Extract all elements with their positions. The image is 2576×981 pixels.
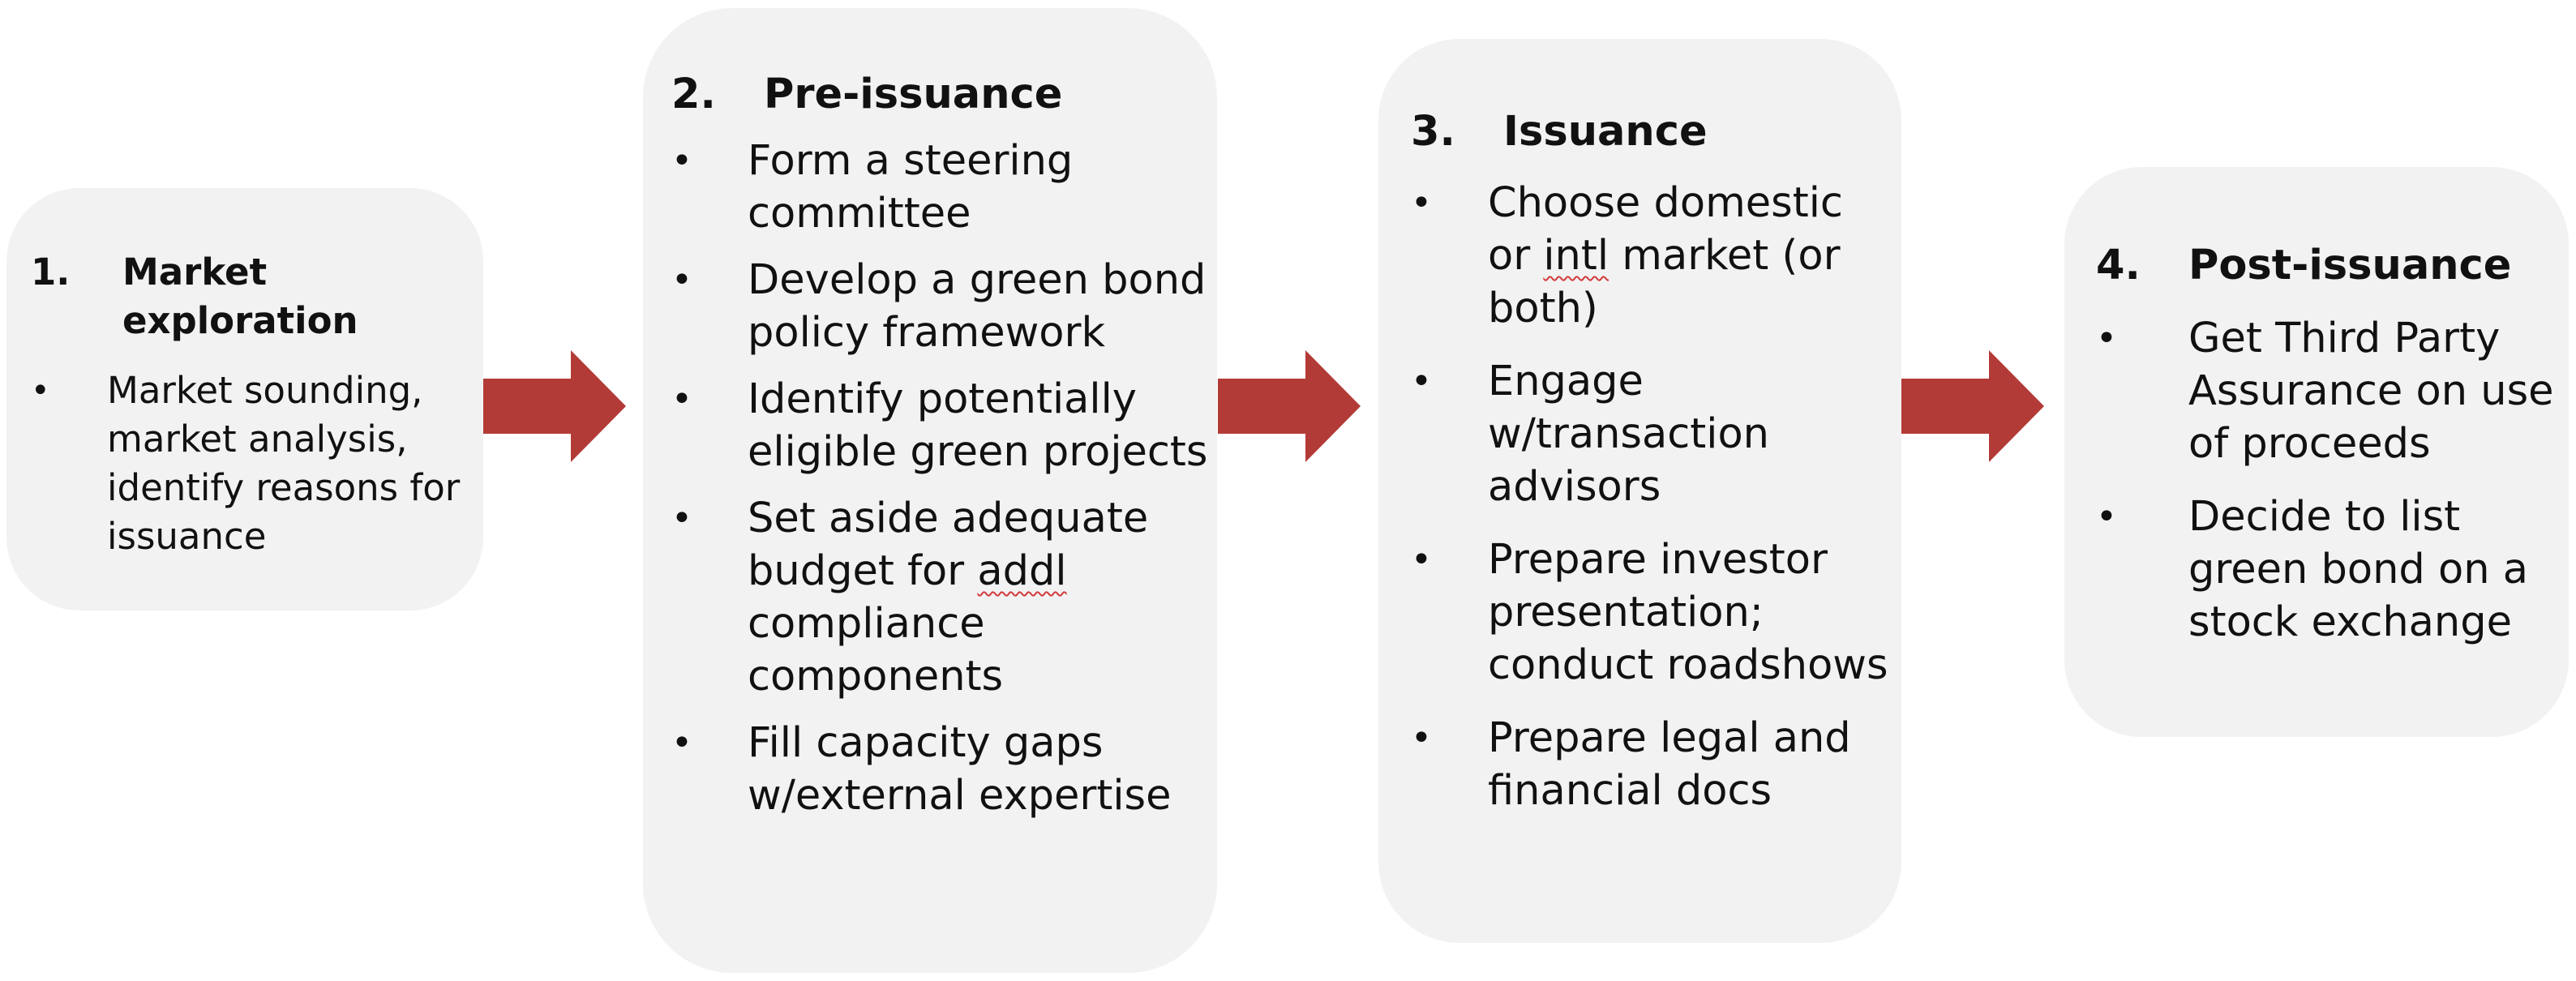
stage-bullet-list: • Form a steering committee • Develop a …: [671, 135, 1215, 836]
list-item: • Decide to list green bond on a stock e…: [2096, 491, 2558, 649]
arrow-icon: [1901, 350, 2044, 462]
bullet-icon: •: [1411, 361, 1432, 402]
stage-box-post-issuance: [2064, 167, 2569, 737]
bullet-icon: •: [671, 259, 692, 301]
list-item: • Set aside adequate budget for addl com…: [671, 492, 1215, 703]
list-item-text: Get Third Party Assurance on use of proc…: [2188, 315, 2554, 468]
list-item: • Develop a green bond policy framework: [671, 254, 1215, 359]
list-item-text: Market sounding, market analysis, identi…: [107, 369, 461, 558]
list-item-text: Choose domestic or intl market (or both): [1488, 179, 1843, 332]
stage-number: 4.: [2096, 242, 2141, 289]
bullet-icon: •: [31, 372, 50, 409]
list-item: • Prepare legal and financial docs: [1411, 712, 1897, 817]
stage-box-market-exploration: [6, 188, 483, 610]
stage-title: Pre-issuance: [764, 71, 1063, 118]
list-item: • Identify potentially eligible green pr…: [671, 373, 1215, 478]
stage-number: 3.: [1411, 108, 1455, 156]
bullet-icon: •: [671, 498, 692, 539]
bullet-icon: •: [2096, 496, 2117, 538]
list-item: • Engage w/transaction advisors: [1411, 355, 1897, 513]
arrow-shape: [483, 350, 626, 462]
bullet-icon: •: [1411, 539, 1432, 580]
list-item-text: Decide to list green bond on a stock exc…: [2188, 493, 2528, 646]
bullet-icon: •: [1411, 718, 1432, 759]
bullet-icon: •: [671, 722, 692, 764]
list-item-text: Identify potentially eligible green proj…: [748, 375, 1208, 476]
list-item-text: Develop a green bond policy framework: [748, 256, 1207, 357]
list-item-text: Prepare investor presentation; conduct r…: [1488, 536, 1888, 689]
bullet-icon: •: [671, 379, 692, 420]
stage-bullet-list: • Choose domestic or intl market (or bot…: [1411, 177, 1897, 837]
stage-bullet-list: • Get Third Party Assurance on use of pr…: [2096, 312, 2558, 669]
list-item-text: Engage w/transaction advisors: [1488, 358, 1769, 511]
list-item: • Fill capacity gaps w/external expertis…: [671, 717, 1215, 822]
list-item-text: Form a steering committee: [748, 137, 1074, 238]
stage-number: 2.: [671, 71, 716, 118]
bullet-icon: •: [2096, 318, 2117, 359]
list-item-text: Set aside adequate budget for addl compl…: [748, 495, 1149, 700]
stage-title: Market exploration: [122, 251, 358, 342]
list-item: • Prepare investor presentation; conduct…: [1411, 533, 1897, 692]
arrow-shape: [1218, 350, 1361, 462]
list-item: • Get Third Party Assurance on use of pr…: [2096, 312, 2558, 470]
arrow-icon: [483, 350, 626, 462]
list-item: • Market sounding, market analysis, iden…: [31, 366, 469, 561]
arrow-shape: [1901, 350, 2044, 462]
arrow-icon: [1218, 350, 1361, 462]
bullet-icon: •: [1411, 182, 1432, 224]
stage-title: Post-issuance: [2188, 242, 2512, 289]
stage-title: Issuance: [1503, 108, 1708, 156]
list-item-text: Prepare legal and financial docs: [1488, 714, 1851, 815]
stage-bullet-list: • Market sounding, market analysis, iden…: [31, 366, 469, 561]
stage-number: 1.: [31, 251, 71, 293]
list-item: • Choose domestic or intl market (or bot…: [1411, 177, 1897, 335]
list-item-text: Fill capacity gaps w/external expertise: [748, 719, 1172, 820]
bullet-icon: •: [671, 140, 692, 182]
list-item: • Form a steering committee: [671, 135, 1215, 240]
stage-box-pre-issuance: [643, 8, 1217, 973]
stage-box-issuance: [1378, 39, 1901, 943]
